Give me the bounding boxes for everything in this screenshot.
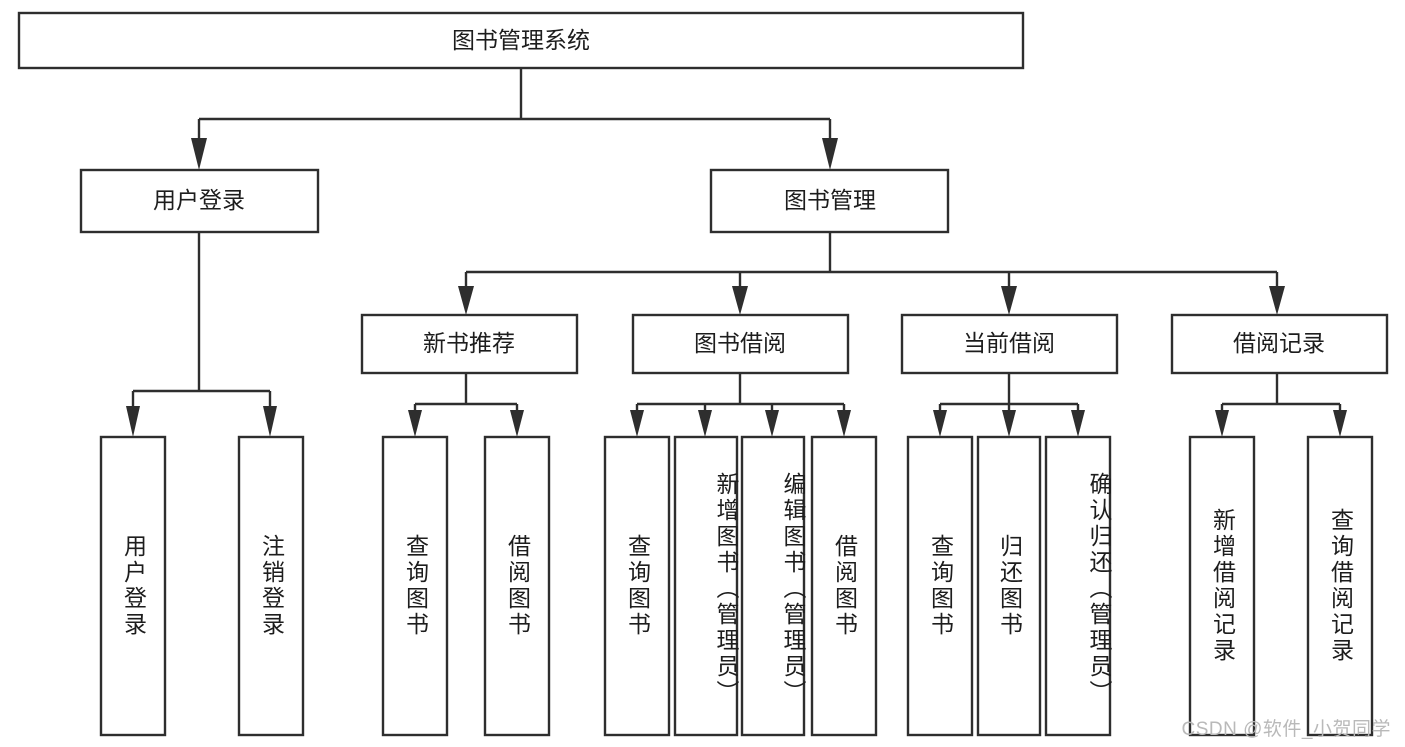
arrow-head-leaf-3	[408, 410, 422, 437]
arrow-head-leaf-4	[510, 410, 524, 437]
csdn-watermark: CSDN @软件_小贺同学	[1181, 719, 1391, 740]
node-root-label: 图书管理系统	[452, 27, 590, 53]
node-current-borrow-label: 当前借阅	[963, 330, 1055, 356]
connector-layer	[126, 68, 1347, 437]
node-borrow-record-box[interactable]	[1170, 313, 1389, 375]
arrow-head-leaf-9	[933, 410, 947, 437]
node-borrow-record-label: 借阅记录	[1233, 330, 1325, 356]
arrow-head-leaf-13	[1333, 410, 1347, 437]
arrow-head-borrow	[732, 286, 748, 315]
arrow-head-leaf-2	[263, 406, 277, 437]
node-book-borrow-box[interactable]	[631, 313, 850, 375]
node-leaf-box-8[interactable]	[810, 435, 878, 737]
arrow-head-leaf-6	[698, 410, 712, 437]
node-new-book-recommend-box[interactable]	[360, 313, 579, 375]
node-book-management-box[interactable]	[709, 168, 950, 234]
node-leaf-box-13[interactable]	[1306, 435, 1374, 737]
node-user-login-label: 用户登录	[153, 187, 245, 213]
arrow-head-leaf-11	[1071, 410, 1085, 437]
arrow-head-userlogin	[191, 138, 207, 170]
node-leaf-box-5[interactable]	[603, 435, 671, 737]
node-leaf-box-3[interactable]	[381, 435, 449, 737]
arrow-head-leaf-7	[765, 410, 779, 437]
node-leaf-box-1[interactable]	[99, 435, 167, 737]
arrow-head-leaf-8	[837, 410, 851, 437]
arrow-head-bookmgmt	[822, 138, 838, 170]
node-leaf-box-11[interactable]	[1044, 435, 1112, 737]
node-new-book-recommend-label: 新书推荐	[423, 330, 515, 356]
node-leaf-box-4[interactable]	[483, 435, 551, 737]
arrow-head-leaf-5	[630, 410, 644, 437]
node-root-box[interactable]	[17, 11, 1025, 70]
arrow-head-leaf-1	[126, 406, 140, 437]
node-current-borrow-box[interactable]	[900, 313, 1119, 375]
node-book-borrow-label: 图书借阅	[694, 330, 786, 356]
node-leaf-box-2[interactable]	[237, 435, 305, 737]
arrow-head-record	[1269, 286, 1285, 315]
arrow-head-newbook	[458, 286, 474, 315]
arrow-head-leaf-10	[1002, 410, 1016, 437]
arrow-head-current	[1001, 286, 1017, 315]
node-layer: 图书管理系统 用户登录 图书管理 新书推荐 图书借阅 当前借阅 借阅记录	[17, 11, 1389, 737]
node-leaf-box-12[interactable]	[1188, 435, 1256, 737]
node-leaf-box-6[interactable]	[673, 435, 739, 737]
node-user-login-box[interactable]	[79, 168, 320, 234]
node-leaf-box-7[interactable]	[740, 435, 806, 737]
node-leaf-box-9[interactable]	[906, 435, 974, 737]
node-book-management-label: 图书管理	[784, 187, 876, 213]
node-leaf-box-10[interactable]	[976, 435, 1042, 737]
arrow-head-leaf-12	[1215, 410, 1229, 437]
